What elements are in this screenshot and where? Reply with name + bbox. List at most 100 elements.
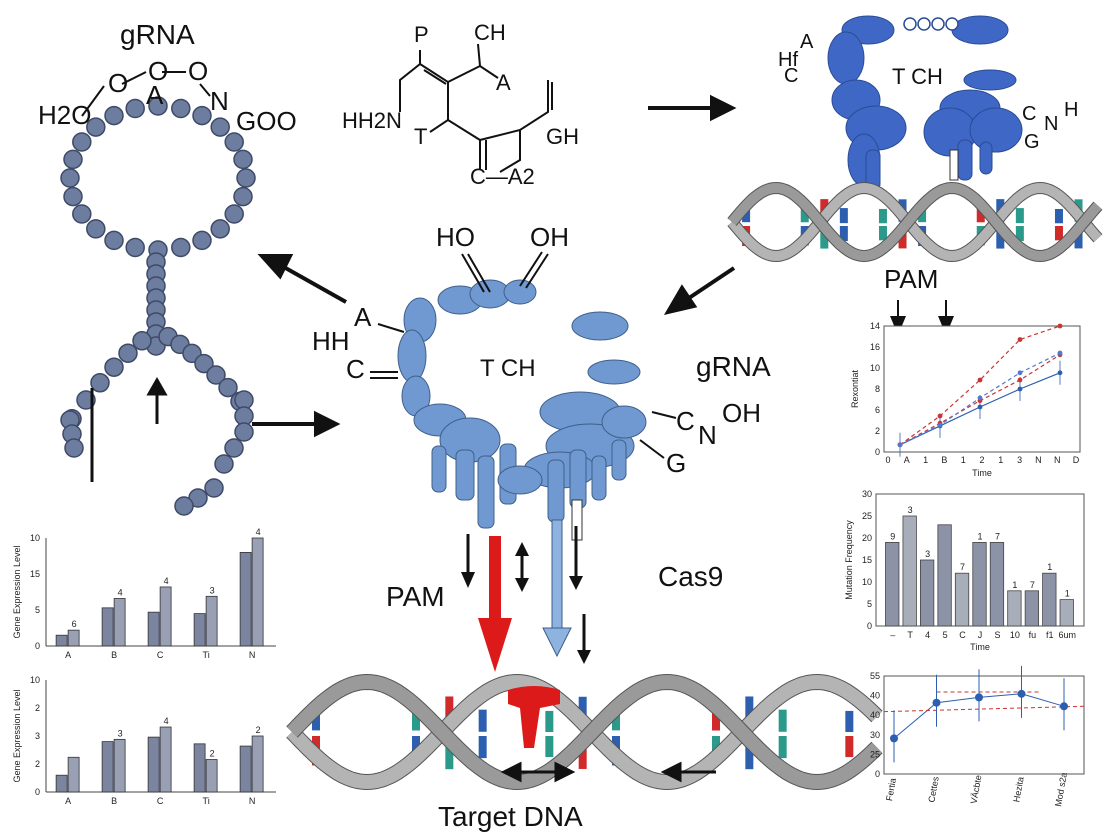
bar [1042,572,1057,627]
protein-ring [903,17,917,31]
data-label: 3 [908,505,913,515]
base-pair [478,736,487,759]
tick-label: C [959,630,966,640]
data-label: 1 [1065,589,1070,599]
tch-center-label: T CH [480,355,536,382]
chem-ch: CH [474,20,506,45]
chem-hh2n: HH2N [342,108,402,133]
bar [205,595,218,647]
chem-tr-c2: C [1022,103,1036,125]
pam-left-label: PAM [386,581,445,612]
tick-label: 0 [875,769,880,779]
tick-label: Ti [203,796,210,806]
chem-o3: O [188,56,208,86]
protein-domain [571,311,629,341]
grna-bead [204,478,224,498]
grna-top-label: gRNA [120,19,195,50]
data-label: 7 [995,531,1000,541]
tick-label: 2 [35,759,40,769]
bar [989,542,1005,627]
data-label: 4 [164,576,169,586]
cas9-label: Cas9 [658,561,723,592]
tick-label: 40 [870,691,880,701]
tick-label: 5 [35,605,40,615]
bar [67,756,80,793]
series-line [883,705,1085,713]
data-label: 7 [960,562,965,572]
dna-strand [286,674,882,790]
grna-bead [86,117,106,137]
chem-tr-h: H [1064,99,1078,121]
chem-c-a: A [354,302,372,332]
tick-label: 2 [35,703,40,713]
chem-top-left: H2O O O O A N GOO [38,56,297,136]
base-pair [545,736,554,758]
protein-domain [431,445,447,493]
data-point [1057,350,1063,356]
grna-bead [86,219,106,239]
grna-bead [104,105,124,126]
grna-bead [63,149,83,170]
base-pair [1054,226,1063,241]
tick-label: B [111,796,117,806]
tick-label: 4 [925,630,930,640]
grna-bead [206,365,226,385]
chem-top-center-bonds [399,43,553,173]
grna-bead [194,353,214,374]
tick-label: 40 [870,710,880,720]
base-pair [545,710,554,732]
data-label: 4 [256,527,261,537]
chem-tr-hf: Hf [778,49,798,71]
protein-domain [969,107,1023,153]
bar [937,524,952,627]
tick-label: A [65,796,71,806]
grna-bead [233,186,253,207]
chem-tr-n: N [1044,113,1058,135]
data-label: 1 [977,531,982,541]
tick-label: 3 [1017,455,1022,465]
bar [147,611,160,647]
chem-top-left-bonds [81,71,211,117]
protein-ring [917,17,931,31]
data-label: 1 [1047,562,1052,572]
bead-arrows [90,376,168,482]
tick-label: 6um [1059,630,1077,640]
bar [101,741,114,793]
bar [1007,590,1022,627]
tick-label: C [157,796,164,806]
tick-label: – [890,630,895,640]
dna-strand [286,674,882,790]
center-arrows [461,519,591,672]
tick-label: A [904,455,910,465]
data-point [1017,689,1026,698]
grna-bead [233,149,253,170]
grna-bead [148,96,168,116]
bar [239,552,252,647]
tick-label: 15 [862,555,872,565]
data-point [932,698,941,707]
bar [55,774,68,793]
dna-top-right [727,181,1103,263]
chem-center-bonds [370,251,677,459]
base-pair [745,736,754,770]
dna-strand [727,181,1103,263]
bar [1024,590,1039,627]
base-pair [839,208,848,224]
bar [101,607,114,647]
chem-g: G [666,448,686,478]
tick-label: N [249,796,256,806]
grna-bead [72,204,92,224]
grna-bead [125,98,145,119]
bar [193,613,206,647]
data-point [1017,370,1023,376]
grna-bead [224,204,244,224]
protein-domain [455,449,475,501]
data-point [977,395,983,401]
tick-label: 10 [870,363,880,373]
bar [113,598,126,647]
tick-label: 30 [870,730,880,740]
tick-label: B [111,650,117,660]
